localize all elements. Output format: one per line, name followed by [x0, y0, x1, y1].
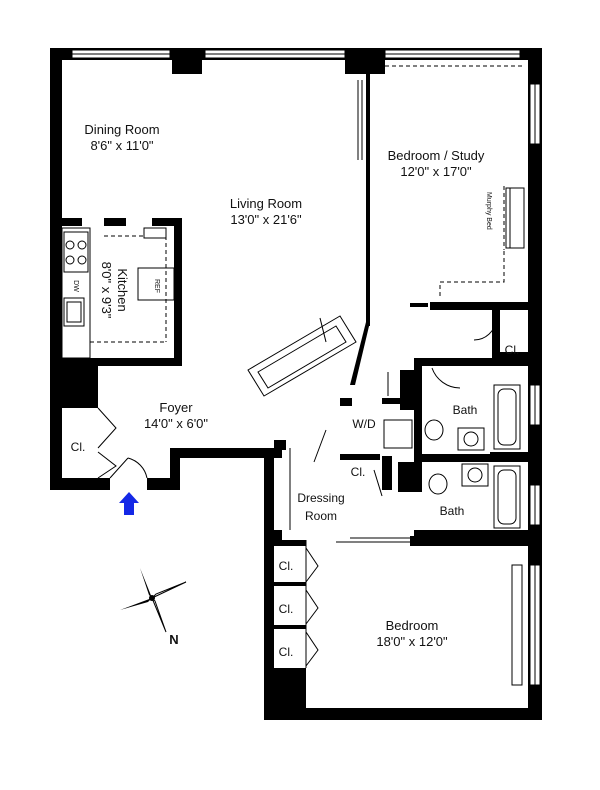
doors	[97, 407, 410, 667]
dining-room-size: 8'6" x 11'0"	[90, 138, 153, 153]
bath-fixtures	[383, 367, 521, 529]
kitchen-name: Kitchen	[115, 268, 130, 311]
kitchen-fixtures	[61, 227, 175, 359]
murphy-bed-label: Murphy Bed	[485, 192, 492, 230]
living-room-name: Living Room	[230, 196, 302, 211]
bath-1-label: Bath	[453, 403, 478, 417]
bedroom-study-size: 12'0" x 17'0"	[400, 164, 472, 179]
interior-walls	[62, 60, 530, 670]
dressing-room-name-1: Dressing	[297, 491, 344, 505]
foyer-closet-label: Cl.	[71, 440, 86, 454]
dressing-room-name-2: Room	[305, 509, 337, 523]
foyer-name: Foyer	[159, 400, 193, 415]
windows-right	[511, 83, 541, 686]
foyer-size: 14'0" x 6'0"	[144, 416, 208, 431]
study-items	[378, 65, 525, 341]
living-room-size: 13'0" x 21'6"	[230, 212, 302, 227]
bedroom-study-name: Bedroom / Study	[388, 148, 485, 163]
bath-2-label: Bath	[440, 504, 465, 518]
study-closet-label: Cl.	[505, 343, 520, 357]
windows-top	[71, 48, 521, 74]
wd-closet-label: Cl.	[351, 465, 366, 479]
dining-room-name: Dining Room	[84, 122, 159, 137]
bedroom-name: Bedroom	[386, 618, 439, 633]
bedroom-size: 18'0" x 12'0"	[376, 634, 448, 649]
bedroom-closet-1-label: Cl.	[279, 559, 294, 573]
ref-label: REF	[153, 279, 160, 293]
compass-north-label: N	[169, 632, 178, 647]
bedroom-closet-3-label: Cl.	[279, 645, 294, 659]
kitchen-size: 8'0" x 9'3"	[99, 262, 114, 319]
compass-icon: N	[120, 568, 187, 647]
entry-arrow-icon	[119, 492, 139, 515]
wd-label: W/D	[352, 417, 376, 431]
labels: Dining Room 8'6" x 11'0" Living Room 13'…	[71, 122, 520, 659]
dw-label: DW	[72, 280, 79, 292]
bedroom-closet-2-label: Cl.	[279, 602, 294, 616]
exterior-walls	[50, 48, 542, 720]
living-room-items	[247, 315, 357, 397]
